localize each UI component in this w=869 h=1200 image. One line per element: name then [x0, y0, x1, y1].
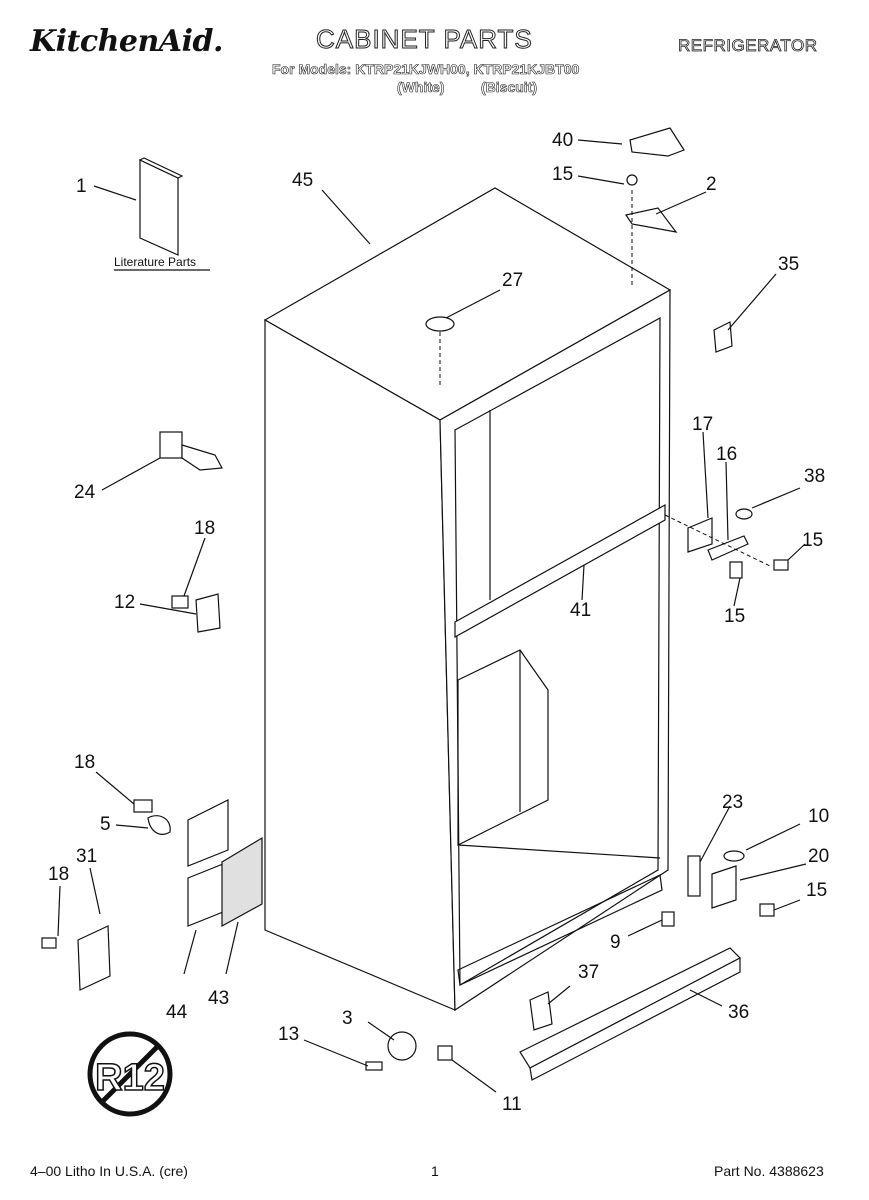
leader-lines: [57, 139, 807, 1093]
callout-9: 9: [610, 932, 621, 953]
appliance-label: REFRIGERATOR: [678, 36, 818, 56]
door-stop-screw: [661, 911, 675, 927]
side-cover: [41, 925, 111, 991]
callout-18-upper: 18: [194, 518, 215, 539]
toe-grille: [519, 947, 742, 1081]
shelf-bracket: [171, 593, 221, 633]
callout-41: 41: [570, 600, 591, 621]
callout-45: 45: [292, 170, 313, 191]
insulation-pad: [221, 836, 263, 928]
grille-clip: [529, 991, 553, 1031]
callout-38: 38: [804, 466, 825, 487]
callout-24: 24: [74, 482, 96, 503]
center-hinge: [664, 508, 771, 567]
callout-15-bottom: 15: [806, 880, 827, 901]
cabinet-shell: [263, 187, 672, 1012]
leveling-motor-assembly: [365, 1031, 453, 1071]
callout-16: 16: [716, 444, 737, 465]
leveling-leg: [159, 431, 223, 471]
callout-40: 40: [552, 130, 573, 151]
bracket-plates: [187, 799, 229, 927]
callout-17: 17: [692, 414, 713, 435]
callout-13: 13: [278, 1024, 299, 1045]
callout-5: 5: [100, 814, 111, 835]
variant-biscuit: (Biscuit): [481, 79, 538, 96]
litho-info: 4–00 Litho In U.S.A. (cre): [30, 1163, 188, 1179]
variant-white: (White): [397, 79, 445, 96]
callout-3: 3: [342, 1008, 353, 1029]
callout-20: 20: [808, 846, 829, 867]
callout-15-hinge: 15: [724, 606, 745, 627]
callout-2: 2: [706, 174, 717, 195]
trim-end-cap: [713, 321, 733, 353]
r12-label: R12: [95, 1057, 165, 1099]
callout-1: 1: [76, 176, 87, 197]
bottom-hinge: [687, 850, 775, 917]
literature-booklet: [114, 157, 210, 271]
callout-31: 31: [76, 846, 97, 867]
center-hinge-screws: [729, 559, 789, 579]
callout-12: 12: [114, 592, 135, 613]
no-r12-icon: R12: [87, 1031, 173, 1117]
literature-parts-label: Literature Parts: [114, 255, 196, 269]
callout-23: 23: [722, 792, 743, 813]
callout-18-lower: 18: [48, 864, 69, 885]
part-number: Part No. 4388623: [714, 1163, 824, 1179]
hinge-cover: [629, 127, 685, 157]
callout-18-middle: 18: [74, 752, 95, 773]
page-title: CABINET PARTS: [316, 24, 533, 55]
brand-logo: KitchenAid.: [30, 24, 223, 59]
callout-37: 37: [578, 962, 599, 983]
plug-button: [425, 316, 455, 385]
page-number: 1: [431, 1163, 439, 1179]
callout-35: 35: [778, 254, 799, 275]
callout-11: 11: [502, 1094, 522, 1115]
callout-15-right: 15: [802, 530, 823, 551]
model-numbers: For Models: KTRP21KJWH00, KTRP21KJBT00: [272, 61, 580, 78]
top-hinge: [625, 174, 678, 288]
clamp-and-screw: [133, 799, 171, 835]
callout-44: 44: [166, 1002, 188, 1023]
callout-43: 43: [208, 988, 229, 1009]
callout-15-top: 15: [552, 164, 573, 185]
callout-36: 36: [728, 1002, 749, 1023]
callout-27: 27: [502, 270, 523, 291]
callout-10: 10: [808, 806, 829, 827]
